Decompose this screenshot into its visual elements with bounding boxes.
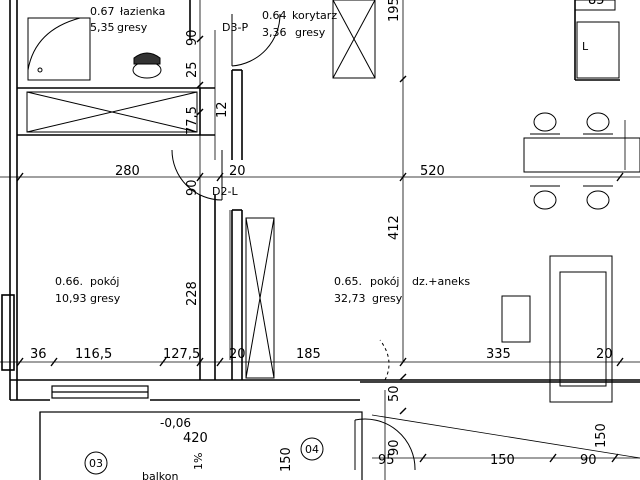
dim-150: 150	[490, 453, 515, 468]
ventilation-shafts	[26, 0, 376, 379]
dim-420: 420	[183, 431, 208, 446]
living-number: 0.65.	[334, 275, 362, 288]
living-name2: dz.+aneks	[412, 275, 470, 288]
bathroom-area: 5,35	[90, 21, 115, 34]
bathroom-floor: gresy	[117, 21, 148, 34]
chair	[583, 112, 613, 135]
dim-90-mid: 90	[185, 179, 200, 196]
dim-20-b1: 20	[229, 347, 246, 362]
marker-04: 04	[305, 443, 319, 456]
corridor-floor: gresy	[295, 26, 326, 39]
bedroom-area: 10,93	[55, 292, 87, 305]
dim-85: 85	[588, 0, 605, 8]
dim-127-5: 127,5	[163, 347, 200, 362]
dining-set	[523, 112, 640, 210]
corridor-name: korytarz	[292, 9, 337, 22]
chair	[530, 112, 560, 135]
dim-36: 36	[30, 347, 47, 362]
bathroom-name: łazienka	[120, 5, 165, 18]
dim-95: 95	[378, 453, 395, 468]
section-markers	[84, 437, 324, 475]
corridor-area: 3,36	[262, 26, 287, 39]
dim-150-a: 150	[279, 447, 294, 472]
bathroom-number: 0.67	[90, 5, 115, 18]
dim-412: 412	[387, 215, 402, 240]
dim-50: 50	[387, 385, 402, 402]
balcony-name: balkon	[142, 470, 178, 480]
bedroom-floor: gresy	[90, 292, 121, 305]
dim-90-top: 90	[185, 29, 200, 46]
marker-03: 03	[89, 457, 103, 470]
dim-185: 185	[296, 347, 321, 362]
dim-20-mid: 20	[229, 164, 246, 179]
fridge-label: L	[582, 40, 589, 53]
dim-slope: 1%	[192, 453, 205, 470]
bedroom-name: pokój	[90, 275, 119, 288]
corridor-number: 0.64	[262, 9, 287, 22]
living-area: 32,73	[334, 292, 366, 305]
dim-90-bot: 90	[580, 453, 597, 468]
dim-90-bot-v: 90	[387, 439, 402, 456]
bedroom-number: 0.66.	[55, 275, 83, 288]
dim-116-5: 116,5	[75, 347, 112, 362]
door-label-d2: D2-L	[212, 185, 238, 198]
dim-520: 520	[420, 164, 445, 179]
dim-12: 12	[215, 101, 230, 118]
marker-04-circle	[300, 437, 324, 461]
door-label-d3: D3-P	[222, 21, 248, 34]
walls	[1, 0, 640, 401]
dim-20-b2: 20	[596, 347, 613, 362]
toilet	[132, 52, 162, 79]
kitchen-unit	[574, 0, 620, 79]
dim-level: -0,06	[160, 416, 191, 430]
dim-195: 195	[387, 0, 402, 22]
dim-150-b: 150	[594, 423, 609, 448]
chair	[583, 185, 613, 210]
dim-25: 25	[185, 61, 200, 78]
door-swings	[171, 13, 416, 471]
balcony	[39, 385, 363, 480]
chair	[530, 185, 560, 210]
dim-335: 335	[486, 347, 511, 362]
dim-280: 280	[115, 164, 140, 179]
sofa	[501, 255, 613, 403]
dim-228: 228	[185, 281, 200, 306]
living-floor: gresy	[372, 292, 403, 305]
living-name: pokój	[370, 275, 399, 288]
marker-03-circle	[84, 451, 108, 475]
shower-tray	[27, 17, 91, 81]
dim-77-5: 77,5	[185, 106, 200, 135]
